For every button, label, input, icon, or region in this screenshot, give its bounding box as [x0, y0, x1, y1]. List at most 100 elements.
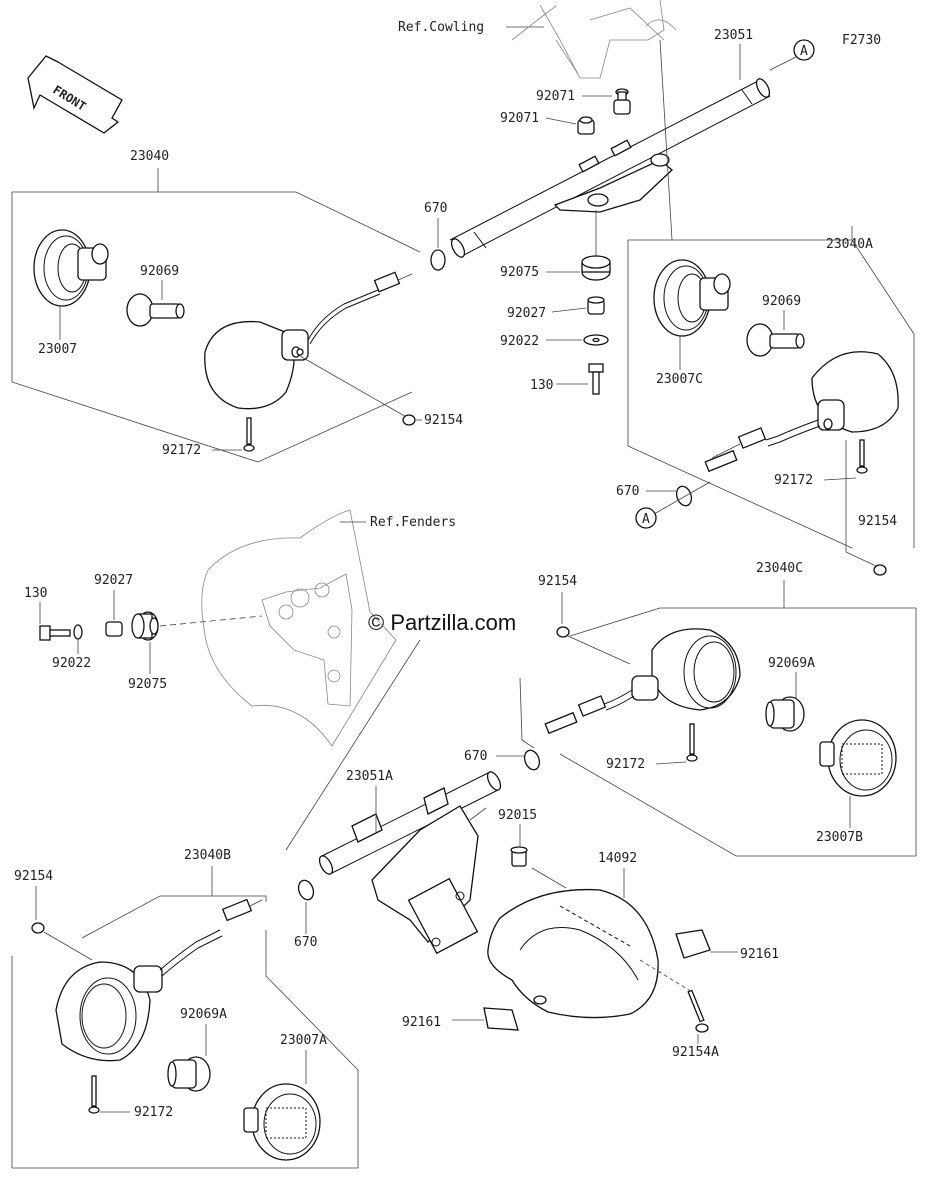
clip-92015 [510, 846, 528, 867]
oring-670-mid [523, 749, 541, 771]
label-92172-right: 92172 [774, 473, 813, 488]
leader-92027-top [551, 307, 587, 313]
label-92022-left: 92022 [52, 656, 91, 671]
bumper-92161-right [675, 929, 711, 959]
label-92071-b: 92071 [500, 111, 539, 126]
housing-23040 [204, 271, 401, 410]
label-23040B: 23040B [184, 848, 231, 863]
connector-leader-23040A [711, 443, 741, 459]
leader-92154-bl-diag [43, 931, 93, 961]
group-23040B-frame [11, 866, 359, 1169]
grommet-92071 [577, 88, 631, 135]
label-92015: 92015 [498, 808, 537, 823]
leader-92154-right-diag [845, 551, 877, 567]
screw-92154A-axis [639, 959, 693, 993]
label-23040A: 23040A [826, 237, 873, 252]
label-23040C: 23040C [756, 561, 803, 576]
ref-fenders-label: Ref.Fenders [370, 515, 456, 530]
label-23007C: 23007C [656, 372, 703, 387]
leader-92172-right [823, 477, 857, 481]
label-92172-left: 92172 [162, 443, 201, 458]
leader-cowling-down [659, 39, 673, 241]
label-92172-bl: 92172 [134, 1105, 173, 1120]
label-670-top: 670 [424, 201, 447, 216]
housing-23040B [55, 898, 253, 1062]
screw-92154-mid [556, 626, 570, 638]
oring-670-right [675, 485, 693, 507]
connector-23040A [704, 449, 738, 473]
bumper-92161-left [483, 1007, 519, 1031]
label-92027-left: 92027 [94, 573, 133, 588]
group-23040-frame [11, 168, 421, 463]
label-92069A-left: 92069A [180, 1007, 227, 1022]
ref-cowling-label: Ref.Cowling [398, 20, 484, 35]
fender-leader-line [285, 639, 421, 851]
label-92154-left: 92154 [424, 413, 463, 428]
bulb-92069-right [746, 323, 805, 357]
label-92027-top: 92027 [507, 306, 546, 321]
clip-leader [469, 807, 487, 821]
label-92022-top: 92022 [500, 334, 539, 349]
label-23007: 23007 [38, 342, 77, 357]
crossbar-23051 [449, 78, 771, 258]
lens-23007B [819, 719, 897, 797]
oring-670-top [430, 249, 446, 271]
lens-23007C [653, 259, 731, 337]
fastener-stack-left [39, 611, 159, 641]
screw-92154-left [402, 414, 416, 426]
cover-14092 [487, 888, 659, 1019]
fastener-left-dashline [159, 615, 263, 627]
label-92071-a: 92071 [536, 89, 575, 104]
connector-leader-23040B [249, 899, 263, 907]
label-23040: 23040 [130, 149, 169, 164]
fender-reference [201, 509, 397, 747]
marker-a-top-label: A [800, 44, 808, 59]
screw-92154-right [873, 564, 887, 576]
screw-hole-23040 [296, 348, 304, 356]
screw-92172-mid [686, 723, 698, 762]
marker-a-leader-top [769, 55, 799, 71]
label-92075-top: 92075 [500, 265, 539, 280]
screw-92172-left [243, 417, 255, 452]
label-92161-left: 92161 [402, 1015, 441, 1030]
bulb-92069A-right [765, 696, 805, 732]
label-92069A-right: 92069A [768, 656, 815, 671]
housing-23040A [737, 351, 899, 449]
screw-92154-bl [31, 922, 45, 934]
label-130-top: 130 [530, 378, 553, 393]
leader-92172-mid [655, 761, 687, 765]
group-23040C-frame [519, 580, 917, 857]
label-670-mid: 670 [464, 749, 487, 764]
marker-a-right-label: A [642, 512, 650, 527]
marker-a-leader-right [653, 481, 711, 515]
screw-92154A [687, 989, 709, 1033]
crossbar-23051A [318, 771, 502, 955]
clip-to-cover-line [531, 867, 567, 889]
screw-92172-bl [88, 1075, 100, 1114]
housing-23040C [544, 628, 741, 735]
label-92161-right: 92161 [740, 947, 779, 962]
cowling-bracket [511, 0, 677, 79]
label-92069-right: 92069 [762, 294, 801, 309]
figure-code: F2730 [842, 33, 881, 48]
label-23007A: 23007A [280, 1033, 327, 1048]
front-arrow-icon: FRONT [27, 55, 123, 134]
label-92154A: 92154A [672, 1045, 719, 1060]
label-92075-left: 92075 [128, 677, 167, 692]
lens-23007 [33, 229, 109, 307]
screw-92172-right [856, 439, 868, 474]
leader-92154-left [299, 355, 409, 419]
label-23051A: 23051A [346, 769, 393, 784]
bulb-92069-left [126, 293, 185, 327]
connector-leader-23040 [397, 273, 413, 281]
label-670-bl: 670 [294, 935, 317, 950]
watermark: © Partzilla.com [368, 610, 516, 635]
bulb-92069A-left [167, 1056, 211, 1092]
oring-670-bl [297, 879, 315, 901]
marker-a-right [635, 507, 657, 529]
label-92069-left: 92069 [140, 264, 179, 279]
label-130-left: 130 [24, 586, 47, 601]
label-23051: 23051 [714, 28, 753, 43]
